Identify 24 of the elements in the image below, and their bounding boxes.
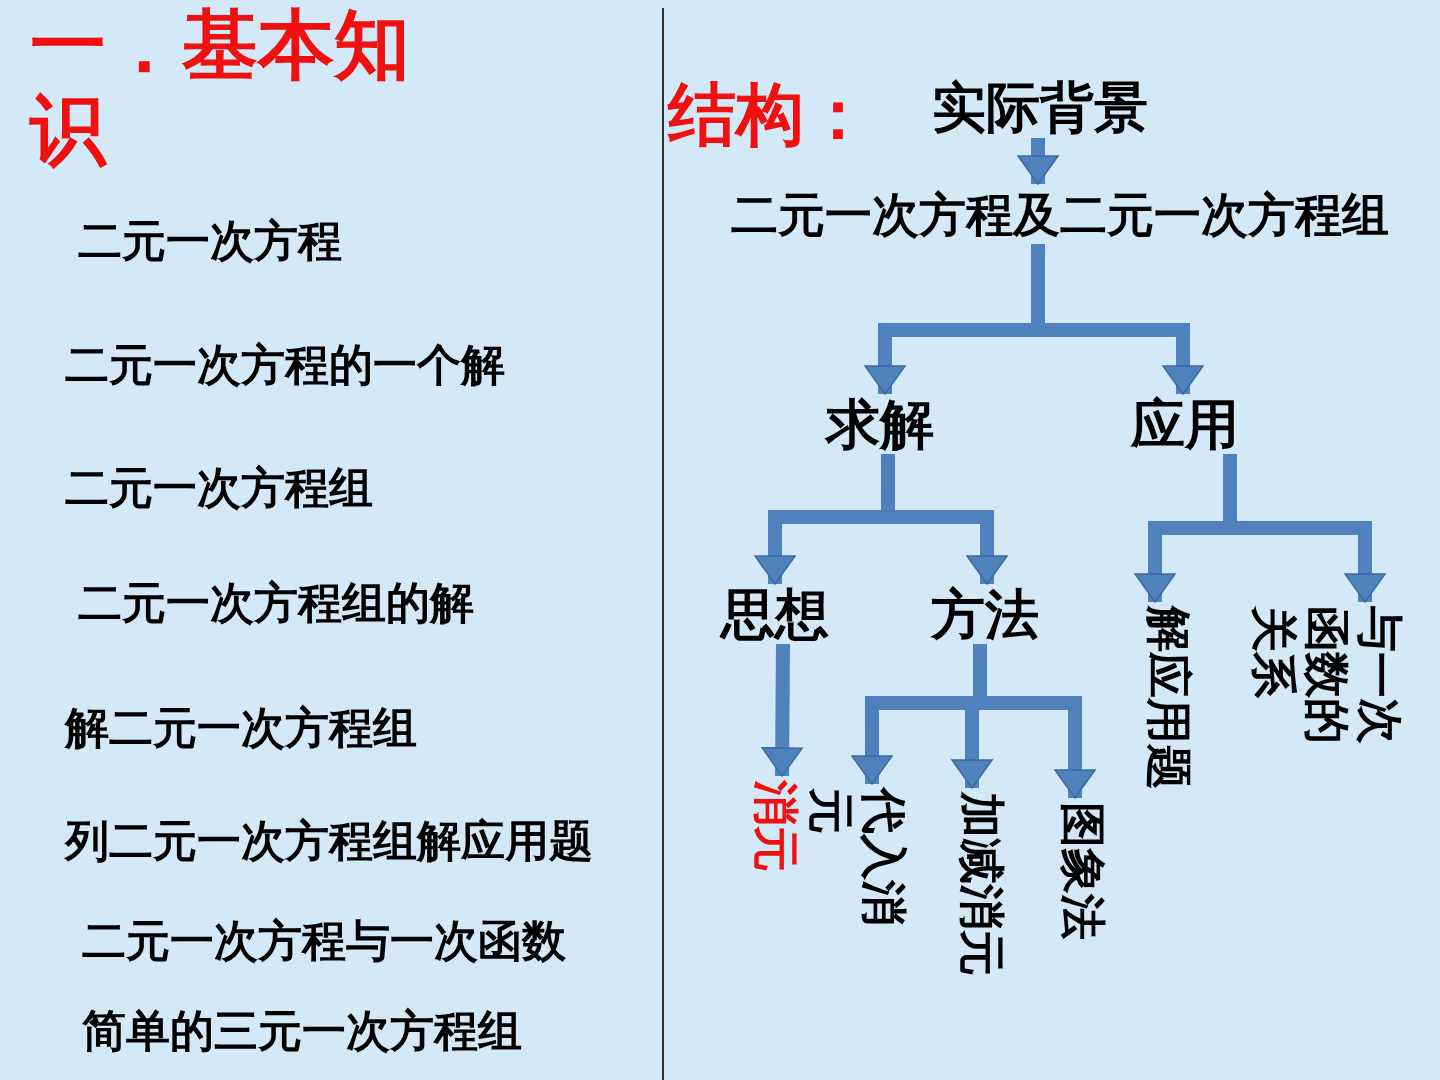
topic-label: 二元一次方程组的解 [78,576,474,630]
topic-label: 解二元一次方程组 [65,701,417,755]
topic-label: 二元一次方程与一次函数 [82,914,566,968]
vertical-concept-label: 解应用题 [1140,604,1198,806]
topic-label: 简单的三元一次方程组 [82,1004,522,1058]
block-arrow [1017,138,1059,185]
concept-label: 实际背景 [920,78,1160,138]
vertical-concept-label: 加减消元 [953,790,1011,990]
block-arrow [761,643,803,777]
vertical-concept-label: 图象法 [1054,800,1112,950]
title: 一．基本知识 [30,2,411,173]
section-heading: 结构： [668,74,872,156]
concept-label: 求解 [820,396,940,454]
concept-label: 方法 [925,586,1045,644]
vertical-concept-label: 代入消元 [802,786,912,940]
topic-label: 二元一次方程组 [65,461,373,515]
topic-label: 列二元一次方程组解应用题 [65,814,593,868]
concept-label: 应用 [1125,396,1245,454]
concept-label: 二元一次方程及二元一次方程组 [715,186,1405,244]
vertical-concept-label: 消元 [750,778,802,880]
topic-label: 二元一次方程的一个解 [65,338,505,392]
vertical-concept-label: 与一次函数的关系 [1238,604,1416,760]
concept-label: 思想 [715,586,835,644]
topic-label: 二元一次方程 [78,214,342,268]
